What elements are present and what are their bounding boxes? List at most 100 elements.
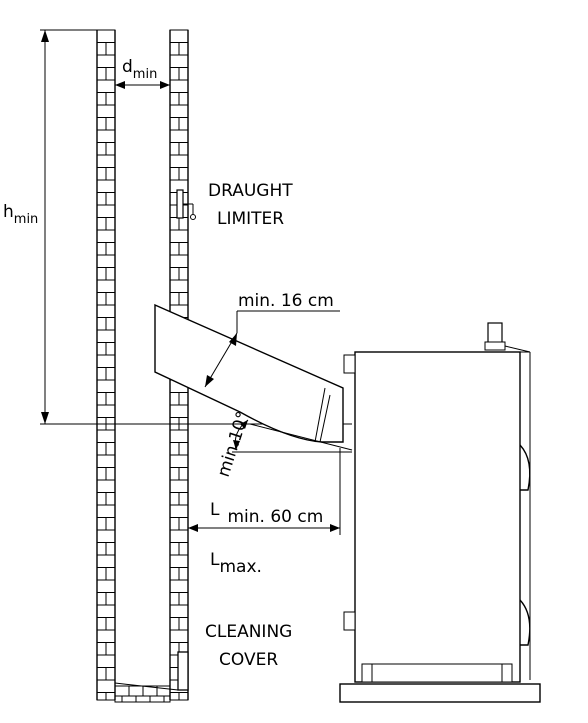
brick [169,267,180,281]
brick [96,217,107,231]
brick [178,492,189,506]
brick [96,167,107,181]
cleaning-cover-label: CLEANING COVER [205,622,298,670]
draught-limiter-label: DRAUGHT LIMITER [208,181,298,229]
brick [96,67,107,81]
brick [178,617,189,631]
brick [105,542,116,556]
brick [96,542,107,556]
brick [96,454,116,468]
brick [169,442,180,456]
brick [96,354,116,368]
brick [96,504,116,518]
brick [96,642,107,656]
brick [96,442,107,456]
brick [96,529,116,543]
brick [105,692,116,701]
brick [96,667,107,681]
brick [105,342,116,356]
brick [96,42,107,56]
brick [96,654,116,668]
h-min-label: hmin [3,202,38,227]
brick [169,492,180,506]
brick [96,104,116,118]
brick [169,292,180,306]
brick [96,29,116,43]
brick [135,695,151,703]
brick [96,254,116,268]
brick [178,217,189,231]
brick [169,617,180,631]
brick [96,317,107,331]
brick [178,267,189,281]
boiler [339,322,541,703]
flue-pipe [154,303,344,443]
brick [169,217,180,231]
brick [178,92,189,106]
min-10deg-label: min.10° [214,409,254,479]
brick [169,579,189,593]
brick [169,604,189,618]
brick [178,117,189,131]
brick [96,592,107,606]
brick [178,67,189,81]
brick [105,392,116,406]
brick [96,617,107,631]
brick [96,679,116,693]
brick [169,554,189,568]
brick [169,229,189,243]
brick [169,54,189,68]
brick [105,517,116,531]
l-max-label: Lmax. [210,550,262,577]
brick [105,267,116,281]
brick [169,692,180,701]
brick [96,342,107,356]
brick [178,442,189,456]
brick [169,104,189,118]
brick [114,695,123,703]
brick [169,142,180,156]
brick [96,79,116,93]
brick [105,192,116,206]
brick [96,304,116,318]
d-min-label: dmin [122,57,157,82]
brick [169,67,180,81]
brick [96,229,116,243]
brick [96,267,107,281]
chimney-left-wall [96,29,116,701]
min-16cm-label: min. 16 cm [238,291,334,311]
brick [169,154,189,168]
brick [96,142,107,156]
brick [96,117,107,131]
brick [105,567,116,581]
brick [96,404,116,418]
brick [178,167,189,181]
draught-limiter-device [176,189,196,220]
brick [169,404,189,418]
brick [105,292,116,306]
brick [169,392,180,406]
l-min-dimension [188,448,341,535]
brick [169,167,180,181]
brick [96,492,107,506]
brick [149,695,165,703]
brick [96,517,107,531]
min-16cm-dimension [204,310,340,388]
brick [96,129,116,143]
brick [178,392,189,406]
brick [105,242,116,256]
brick [105,642,116,656]
brick [96,279,116,293]
brick [169,504,189,518]
chimney-base-bricks [114,685,171,703]
brick [96,242,107,256]
brick [105,142,116,156]
brick [169,629,189,643]
brick [114,685,130,697]
brick [105,467,116,481]
brick [96,154,116,168]
brick [178,467,189,481]
brick [96,379,116,393]
brick [169,117,180,131]
